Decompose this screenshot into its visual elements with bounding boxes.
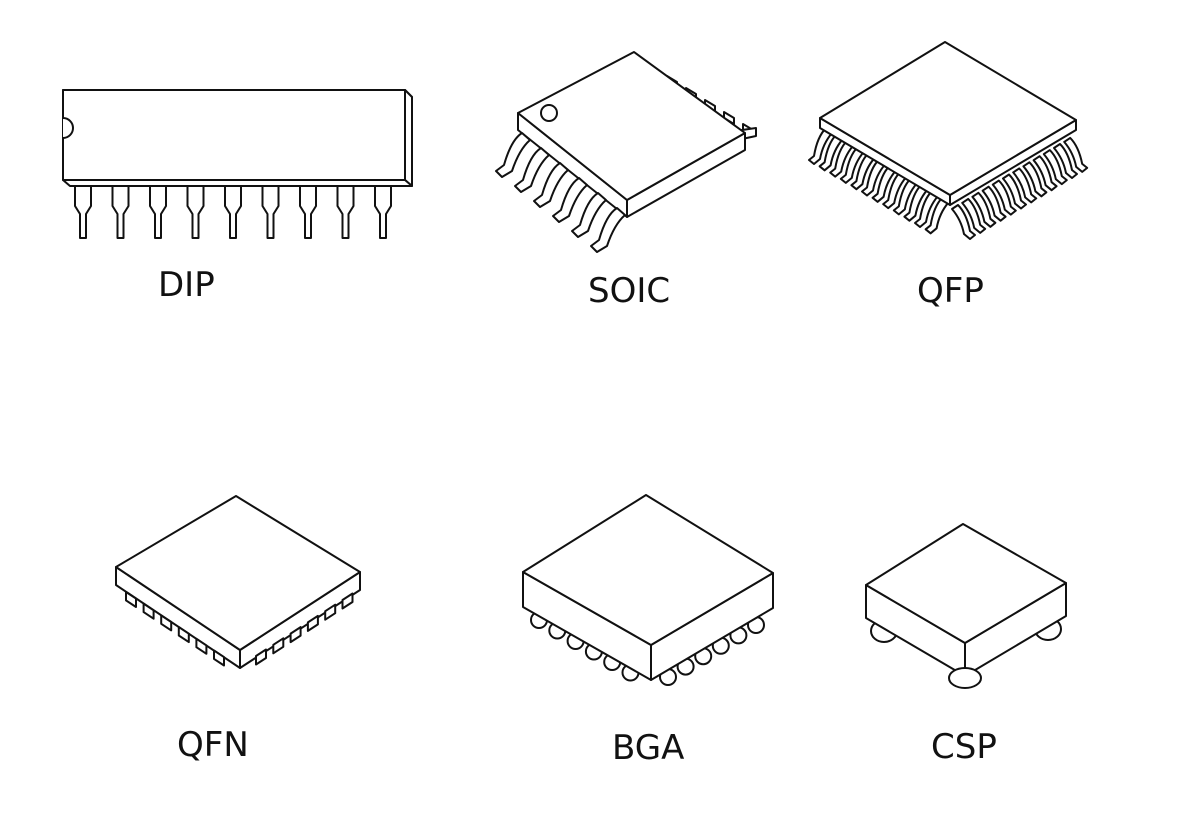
csp-balls-front bbox=[948, 667, 982, 689]
label-qfn: QFN bbox=[177, 725, 249, 765]
dip-pin bbox=[299, 185, 317, 239]
csp-body-top bbox=[865, 523, 1067, 644]
dip-pin bbox=[149, 185, 167, 239]
qfn-pad bbox=[341, 592, 354, 610]
qfp-body-top bbox=[819, 41, 1077, 196]
qfp-lead bbox=[961, 197, 987, 234]
qfn-pad bbox=[272, 637, 285, 655]
soic-package bbox=[495, 51, 757, 253]
csp-package bbox=[865, 523, 1067, 689]
qfp-lead bbox=[850, 152, 876, 191]
qfn-pad bbox=[160, 614, 173, 632]
qfp-lead bbox=[1012, 167, 1038, 204]
label-bga: BGA bbox=[612, 728, 685, 768]
label-csp: CSP bbox=[931, 727, 997, 767]
soic-lead bbox=[533, 162, 569, 208]
dip-pin bbox=[261, 185, 280, 239]
qfn-pad bbox=[177, 626, 190, 644]
dip-pin bbox=[336, 185, 355, 239]
qfp-lead bbox=[808, 127, 833, 165]
soic-lead bbox=[590, 207, 626, 253]
soic-body-top bbox=[517, 51, 746, 201]
soic-lead bbox=[514, 147, 550, 193]
dip-package bbox=[62, 89, 413, 239]
dip-notch bbox=[62, 117, 74, 139]
qfn-pad bbox=[255, 648, 267, 666]
dip-pins bbox=[74, 185, 392, 239]
dip-pin bbox=[224, 185, 242, 239]
qfn-pad bbox=[306, 614, 319, 632]
soic-lead bbox=[571, 192, 607, 238]
qfp-lead bbox=[1022, 161, 1048, 198]
dip-body-end bbox=[404, 89, 413, 187]
qfn-pad bbox=[289, 626, 302, 644]
dip-body-face bbox=[62, 89, 406, 181]
qfp-lead bbox=[1002, 173, 1027, 210]
qfn-body-top bbox=[115, 495, 361, 651]
dip-body-bottom bbox=[62, 179, 413, 187]
dip-pin bbox=[74, 185, 92, 239]
qfp-lead bbox=[1032, 155, 1058, 192]
qfp-lead bbox=[882, 171, 908, 210]
qfp-lead bbox=[924, 196, 950, 235]
qfn-pad bbox=[195, 637, 208, 655]
dip-pin bbox=[374, 185, 392, 239]
label-soic: SOIC bbox=[588, 271, 671, 311]
bga-body-top bbox=[522, 494, 774, 646]
qfn-pads bbox=[125, 591, 354, 667]
qfn-pad bbox=[125, 591, 137, 608]
qfp-lead bbox=[991, 179, 1017, 216]
bga-package bbox=[522, 494, 774, 686]
qfp-lead bbox=[892, 177, 918, 216]
qfn-pad bbox=[142, 602, 155, 620]
dip-pin bbox=[111, 185, 130, 239]
qfp-lead bbox=[971, 191, 997, 228]
label-qfp: QFP bbox=[917, 271, 984, 311]
qfp-lead bbox=[903, 183, 929, 222]
qfp-lead bbox=[1053, 143, 1078, 179]
qfn-pad bbox=[324, 603, 337, 621]
csp-ball bbox=[948, 667, 982, 689]
qfp-lead bbox=[829, 139, 855, 178]
qfp-leads-right bbox=[951, 136, 1089, 240]
qfp-lead bbox=[914, 190, 939, 228]
qfp-package bbox=[808, 41, 1089, 240]
qfp-lead bbox=[839, 145, 865, 184]
soic-lead bbox=[552, 177, 588, 223]
qfp-lead bbox=[1042, 149, 1068, 186]
qfn-pad bbox=[213, 649, 225, 667]
qfp-leads-left bbox=[808, 127, 950, 235]
qfp-lead bbox=[981, 185, 1007, 222]
soic-pin1-dot bbox=[540, 104, 558, 122]
qfp-lead bbox=[818, 133, 844, 172]
qfp-lead bbox=[951, 204, 976, 240]
qfn-package bbox=[115, 495, 361, 669]
soic-lead bbox=[495, 132, 531, 178]
soic-leads-front bbox=[495, 132, 626, 253]
qfp-lead bbox=[861, 158, 886, 197]
label-dip: DIP bbox=[158, 265, 215, 305]
qfp-lead bbox=[1063, 136, 1089, 173]
dip-pin bbox=[186, 185, 205, 239]
qfp-lead bbox=[871, 164, 897, 203]
